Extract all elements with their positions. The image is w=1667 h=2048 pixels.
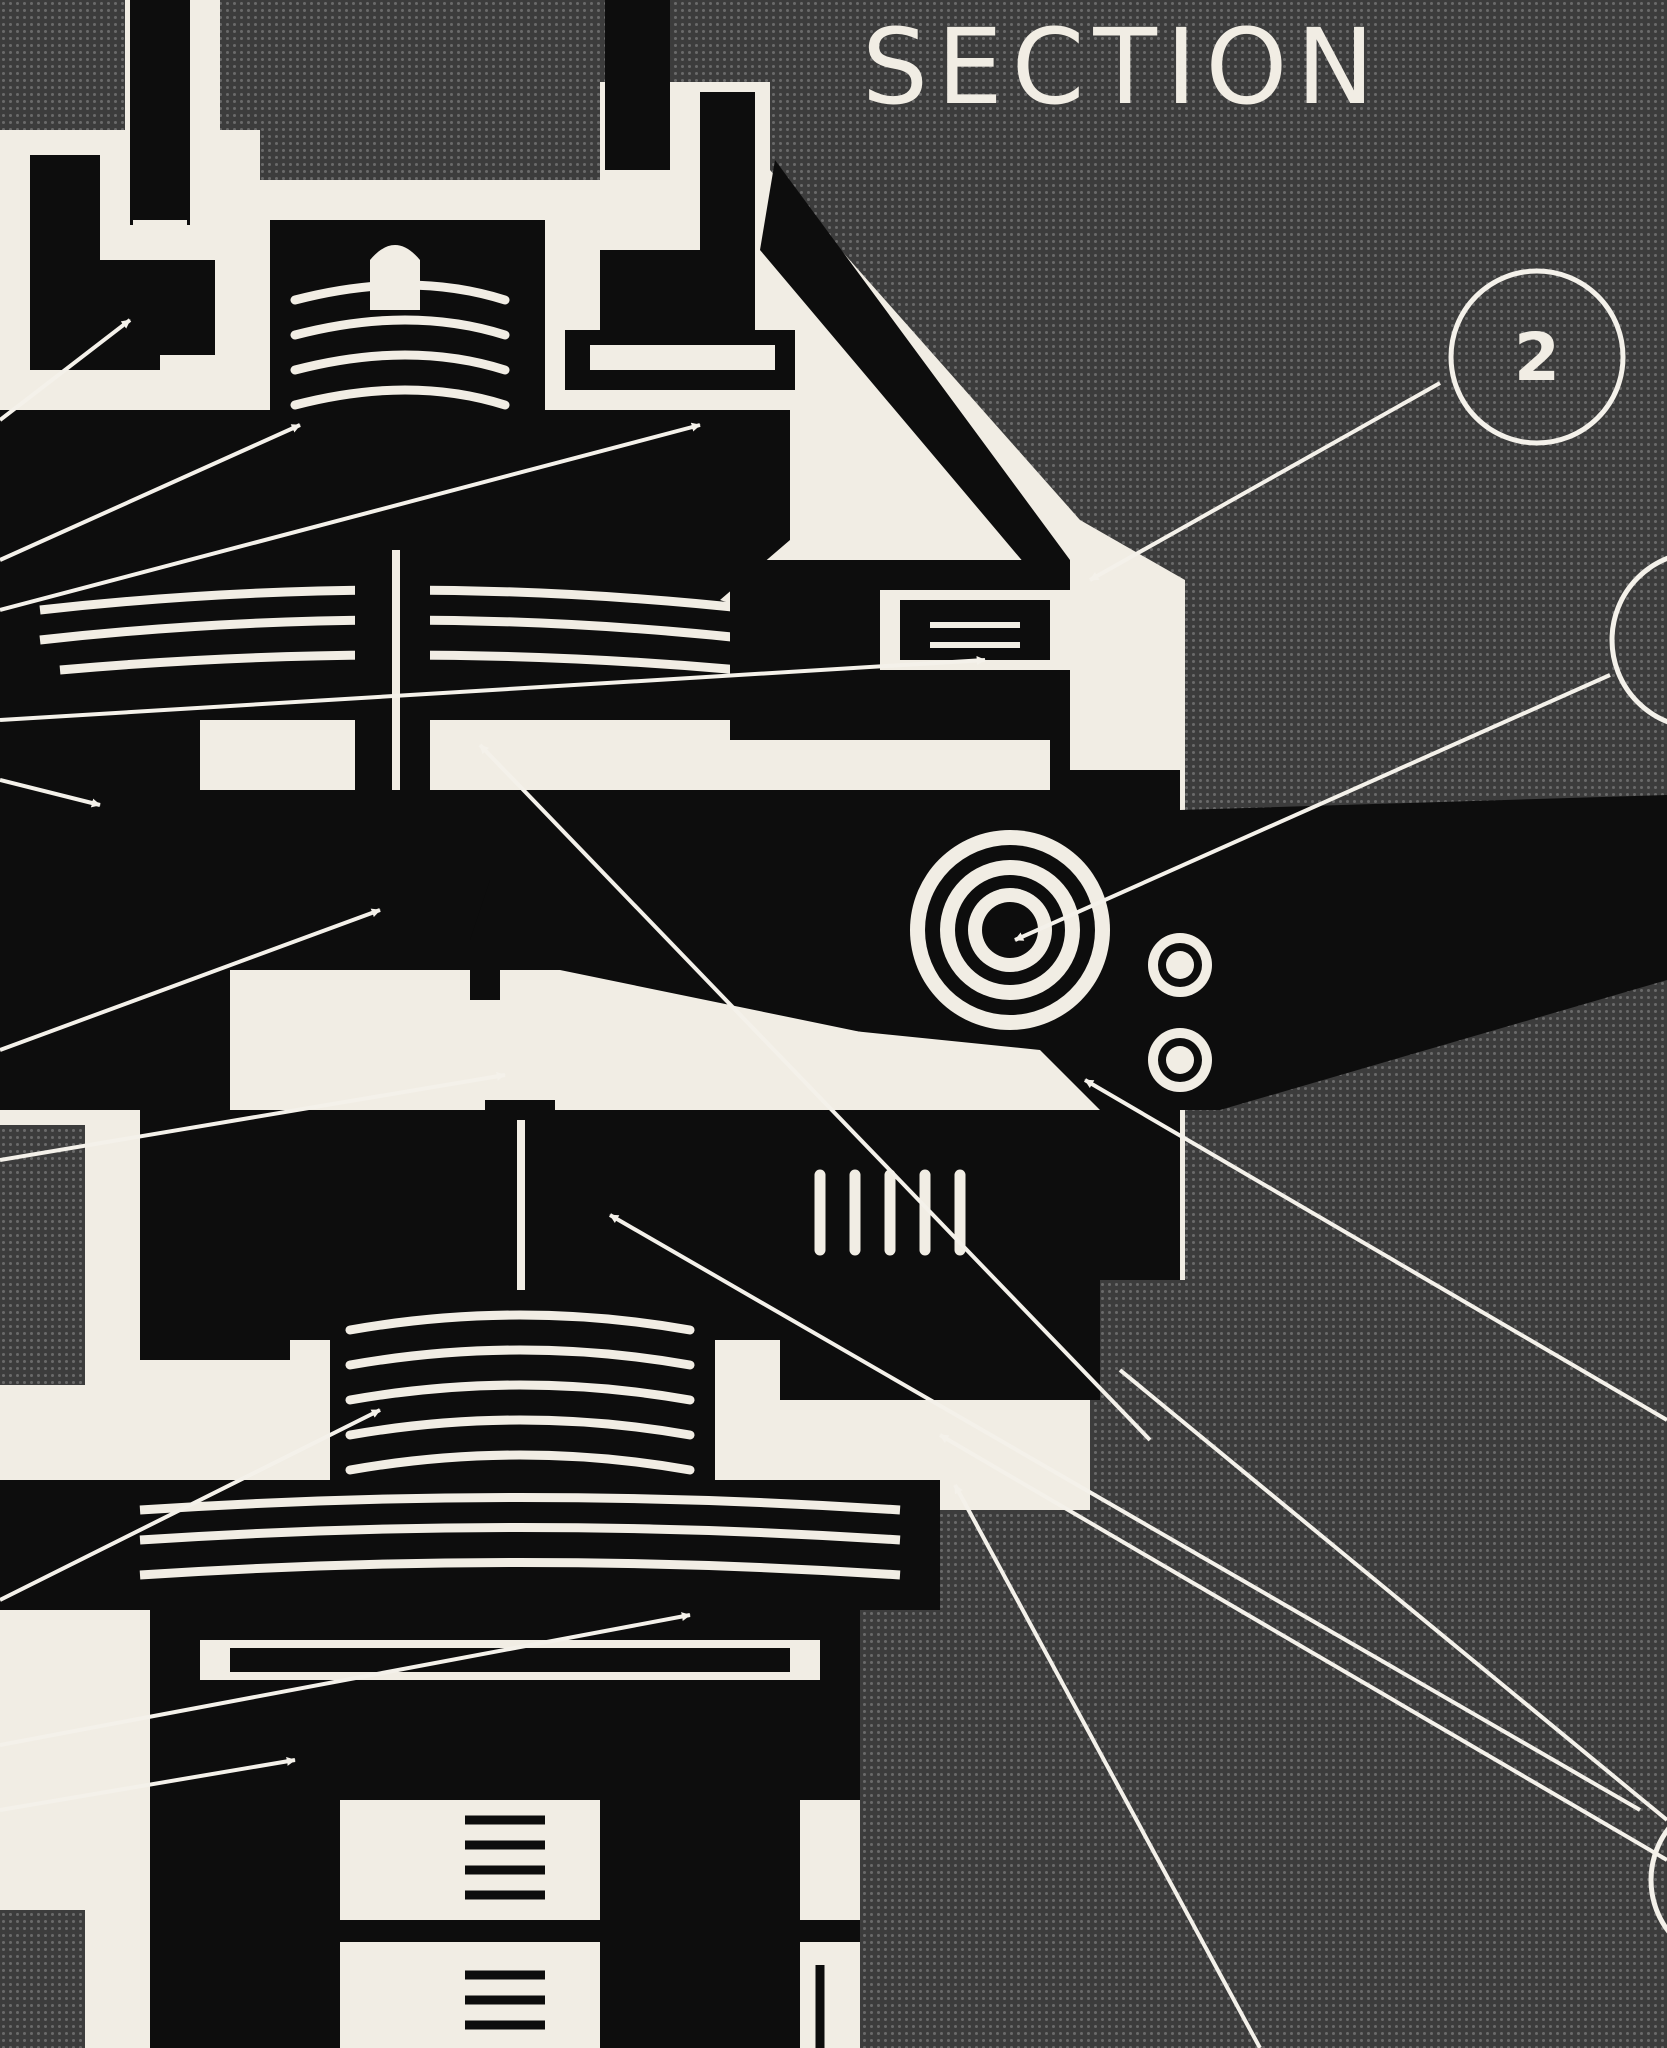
lever-slot <box>230 970 900 1070</box>
leader-line <box>953 1484 1262 2048</box>
upper-left-stem <box>130 0 190 225</box>
callout-circle <box>1448 268 1626 446</box>
callout-right-bottom <box>1648 1826 1667 1934</box>
pivot-core <box>982 902 1038 958</box>
section-title: SECTION <box>862 6 1383 128</box>
lower-right-spring <box>814 1169 966 1256</box>
leader-line <box>0 318 132 422</box>
callout-right-mid <box>1609 555 1667 725</box>
callout-circle <box>1648 1826 1667 1934</box>
lever-arm <box>0 790 1667 1110</box>
callout-circle <box>1609 555 1667 725</box>
bottom-right-grip <box>740 1965 825 2048</box>
rivet-1-core <box>1166 951 1194 979</box>
valve-seat <box>470 880 550 1000</box>
leader-line <box>1014 673 1611 942</box>
callout-number: 2 <box>1514 319 1560 396</box>
bottom-thread <box>465 1815 545 2030</box>
leader-line <box>0 1408 381 1602</box>
leader-line <box>0 656 986 722</box>
leader-line <box>0 1756 296 1812</box>
leader-line <box>1118 1368 1667 1822</box>
leader-line <box>478 743 1152 1442</box>
leader-line <box>0 1612 691 1747</box>
rivet-2-core <box>1166 1046 1194 1074</box>
right-cap-inner <box>900 600 1050 660</box>
bottom-bar <box>150 1920 860 1942</box>
central-stem-upper-shine <box>392 550 400 850</box>
base-slot-inner <box>230 1648 790 1672</box>
lower-diaphragm <box>139 1493 901 1580</box>
upper-right-post <box>605 0 670 170</box>
upper-right-block <box>600 92 755 330</box>
right-cap-spring <box>930 622 1020 648</box>
leader-lines <box>0 318 1667 2048</box>
leader-line <box>1083 1078 1667 1422</box>
leader-line <box>0 422 701 612</box>
leader-line <box>0 778 101 808</box>
upper-left-stem-groove <box>133 220 187 228</box>
leader-line <box>0 423 301 562</box>
lower-left-block <box>140 1180 290 1360</box>
leader-line <box>938 1433 1667 1862</box>
leader-line <box>0 908 381 1052</box>
lower-spring <box>345 1310 695 1475</box>
leader-line <box>0 1071 506 1162</box>
leader-line <box>1089 381 1441 582</box>
upper-left-flange <box>30 155 215 370</box>
lower-spring-housing <box>330 1290 715 1500</box>
top-plunger <box>370 245 420 310</box>
diagonal-strut <box>760 160 1070 570</box>
upper-right-cap-slot <box>590 345 775 370</box>
leader-line <box>608 1213 1642 1812</box>
callout-2: 2 <box>1448 268 1626 446</box>
lower-cover <box>0 1480 940 1610</box>
